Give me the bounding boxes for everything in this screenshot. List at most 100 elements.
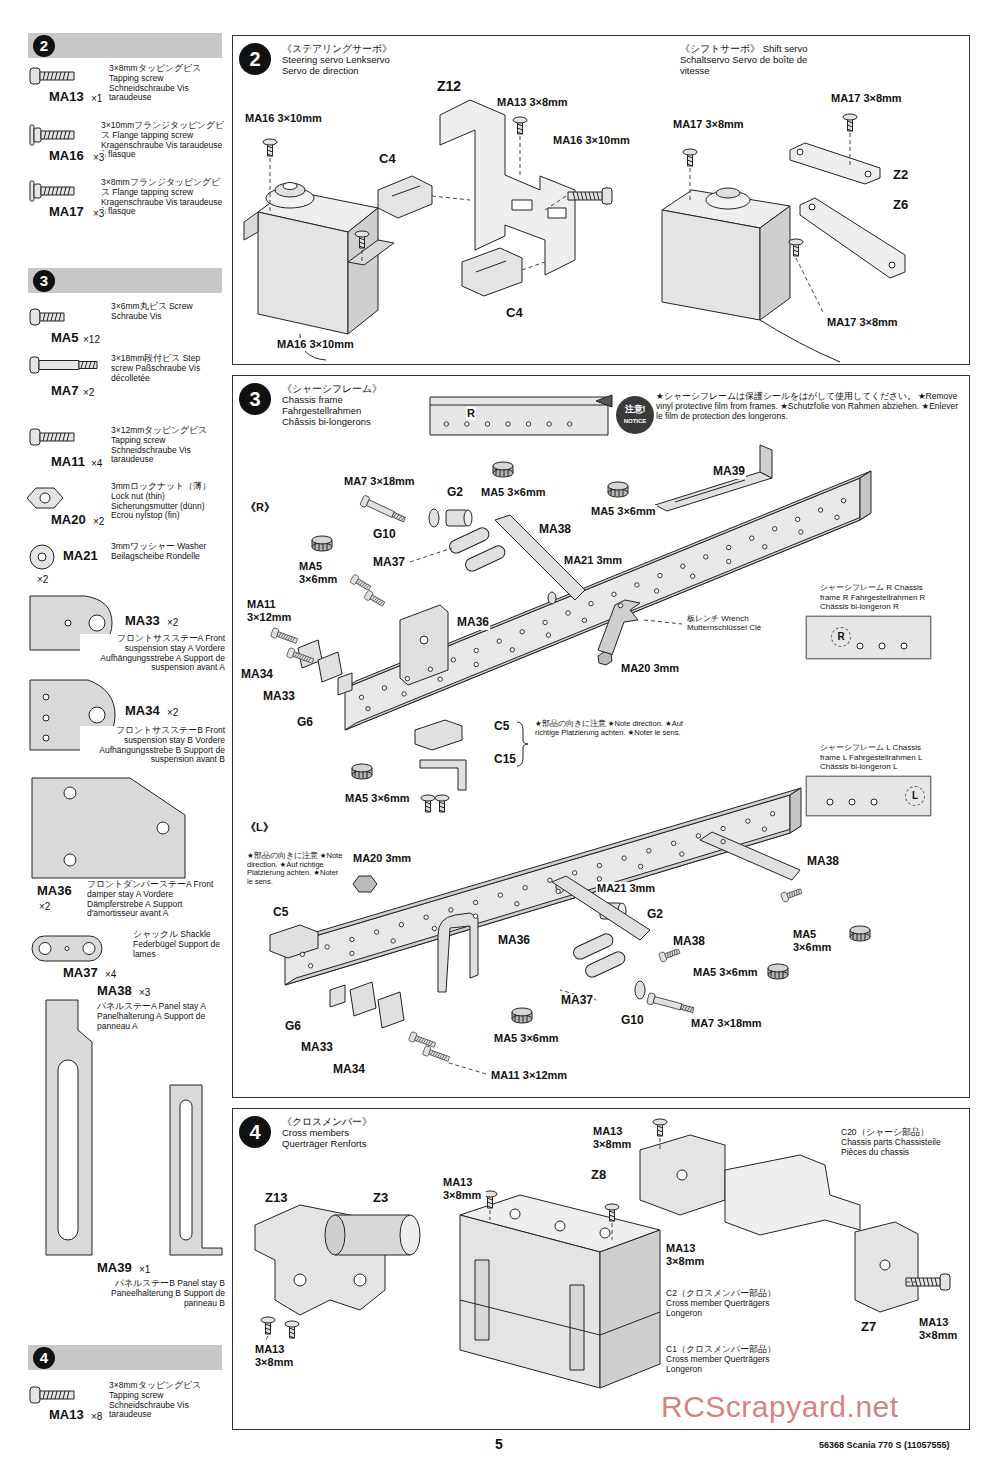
- frame-hole: [772, 527, 776, 531]
- part-description: ★シャーシフレームは保護シールをはがして使用してください。 ★Remove vi…: [655, 392, 965, 421]
- parts-icons-part: [39, 943, 51, 955]
- leader-lines-part: [690, 168, 691, 200]
- part-description: ×12: [82, 334, 101, 346]
- part-description: ×4: [104, 969, 117, 981]
- cross-members-part: [475, 1260, 489, 1340]
- step-number: 4: [33, 1347, 55, 1369]
- frame-parts-r-part: [338, 673, 352, 695]
- frame-hole: [795, 517, 799, 521]
- frame-parts-r-part: [548, 592, 556, 604]
- shift-servo-part: [790, 143, 880, 184]
- frame-holes: [300, 812, 775, 957]
- part-callout: MA33: [124, 614, 161, 629]
- leader-lines-part: [660, 1138, 661, 1150]
- leader-lines-part: [270, 158, 271, 212]
- part-callout: MA5 3×6mm: [792, 928, 840, 953]
- part-callout: MA17: [48, 205, 85, 220]
- chassis-frames-part: [285, 826, 801, 985]
- steering-servo-part: [263, 139, 277, 156]
- shift-servo-part: [889, 262, 895, 268]
- part-callout: C4: [505, 306, 524, 321]
- frame-hole: [727, 545, 731, 549]
- frame-parts-l-part: [780, 887, 802, 903]
- chassis-frames-part: [806, 776, 931, 816]
- chassis-frames-part: [596, 395, 612, 407]
- frame-hole: [382, 686, 386, 690]
- frame-parts-l-part-part: [658, 947, 680, 963]
- frame-parts-r-part: [286, 647, 314, 665]
- frame-hole: [543, 620, 547, 624]
- cross-members-part: [906, 1274, 950, 1290]
- part-callout: MA5 3×6mm: [590, 505, 657, 518]
- part-callout: MA33: [262, 690, 296, 704]
- part-callout: Z3: [372, 1191, 389, 1206]
- footer-text: 56368 Scania 770 S (11057555): [818, 1440, 951, 1450]
- frame-parts-l-part: [647, 993, 695, 1016]
- frame-parts-l: [270, 832, 870, 1064]
- shift-servo-part: [760, 206, 790, 320]
- chassis-frames-part: [345, 513, 871, 730]
- part-callout: C4: [378, 152, 397, 167]
- cross-members-part: [261, 1317, 275, 1334]
- part-description: フロントサスステーB Front suspension stay B Vorde…: [80, 726, 226, 765]
- leader-lines: [410, 548, 682, 1074]
- part-callout: G10: [372, 528, 397, 542]
- part-callout: MA16 3×10mm: [244, 112, 323, 125]
- frame-hole: [548, 878, 552, 882]
- chassis-frames-part: [901, 643, 907, 649]
- parts-icons-part: [40, 493, 50, 503]
- part-callout: G10: [620, 1014, 645, 1028]
- frame-hole: [449, 908, 453, 912]
- shift-servo-part: [843, 114, 857, 131]
- chassis-frames-part: [430, 397, 608, 435]
- steering-servo-part: [512, 200, 532, 210]
- cross-members-part: [510, 1209, 520, 1219]
- frame-mark: L: [905, 786, 925, 806]
- frame-hole: [750, 536, 754, 540]
- parts-icons-part: [30, 357, 97, 373]
- part-description: ×3: [138, 987, 151, 999]
- frame-hole: [523, 886, 527, 890]
- frame-hole: [300, 952, 304, 956]
- parts-icons-part: [89, 615, 105, 631]
- part-callout: MA17 3×8mm: [672, 118, 745, 131]
- part-description: ×2: [166, 617, 179, 629]
- steering-servo-part: [568, 188, 612, 204]
- chassis-frames-part: [871, 799, 877, 805]
- chassis-frames: [285, 395, 931, 985]
- part-description: ×2: [38, 901, 51, 913]
- steering-servo-part: [275, 183, 305, 197]
- part-description: フロントサスステーA Front suspension stay A Vorde…: [80, 634, 226, 673]
- frame-hole: [473, 914, 477, 918]
- frame-hole: [799, 530, 803, 534]
- frame-parts-l-part-part: [780, 887, 802, 903]
- shift-servo-part: [789, 239, 803, 256]
- frame-hole: [654, 589, 658, 593]
- frame-parts-r-part: [429, 509, 439, 527]
- frame-hole: [474, 662, 478, 666]
- part-callout: MA13: [48, 1408, 85, 1423]
- frame-parts-l-part: [353, 876, 377, 892]
- cross-members-part: [354, 1274, 366, 1286]
- steering-servo-part-part: [568, 188, 612, 204]
- part-callout: MA5 3×6mm: [493, 1032, 560, 1045]
- part-description: 3×8mmタッピングビス Tapping screw Schneidschrau…: [108, 64, 226, 103]
- leader-lines-part: [432, 196, 470, 200]
- frame-hole: [721, 839, 725, 843]
- steering-servo-part: [348, 240, 394, 265]
- part-callout: MA5 3×6mm: [298, 560, 342, 585]
- frame-hole: [763, 545, 767, 549]
- part-callout: MA13 3×8mm: [254, 1343, 298, 1368]
- frame-hole: [402, 692, 406, 696]
- shift-servo-part: [662, 210, 760, 320]
- leader-lines-part: [490, 1210, 491, 1220]
- section-heading: 《ステアリングサーボ》 Steering servo Lenkservo Ser…: [281, 44, 396, 77]
- cross-members-part: [640, 1135, 725, 1215]
- part-description: ×2: [82, 387, 95, 399]
- frame-hole: [681, 564, 685, 568]
- frame-parts-l-part: [850, 926, 870, 941]
- frame-hole: [350, 951, 354, 955]
- frame-parts-l-part-part: [408, 1031, 436, 1049]
- shift-servo-part: [797, 149, 803, 155]
